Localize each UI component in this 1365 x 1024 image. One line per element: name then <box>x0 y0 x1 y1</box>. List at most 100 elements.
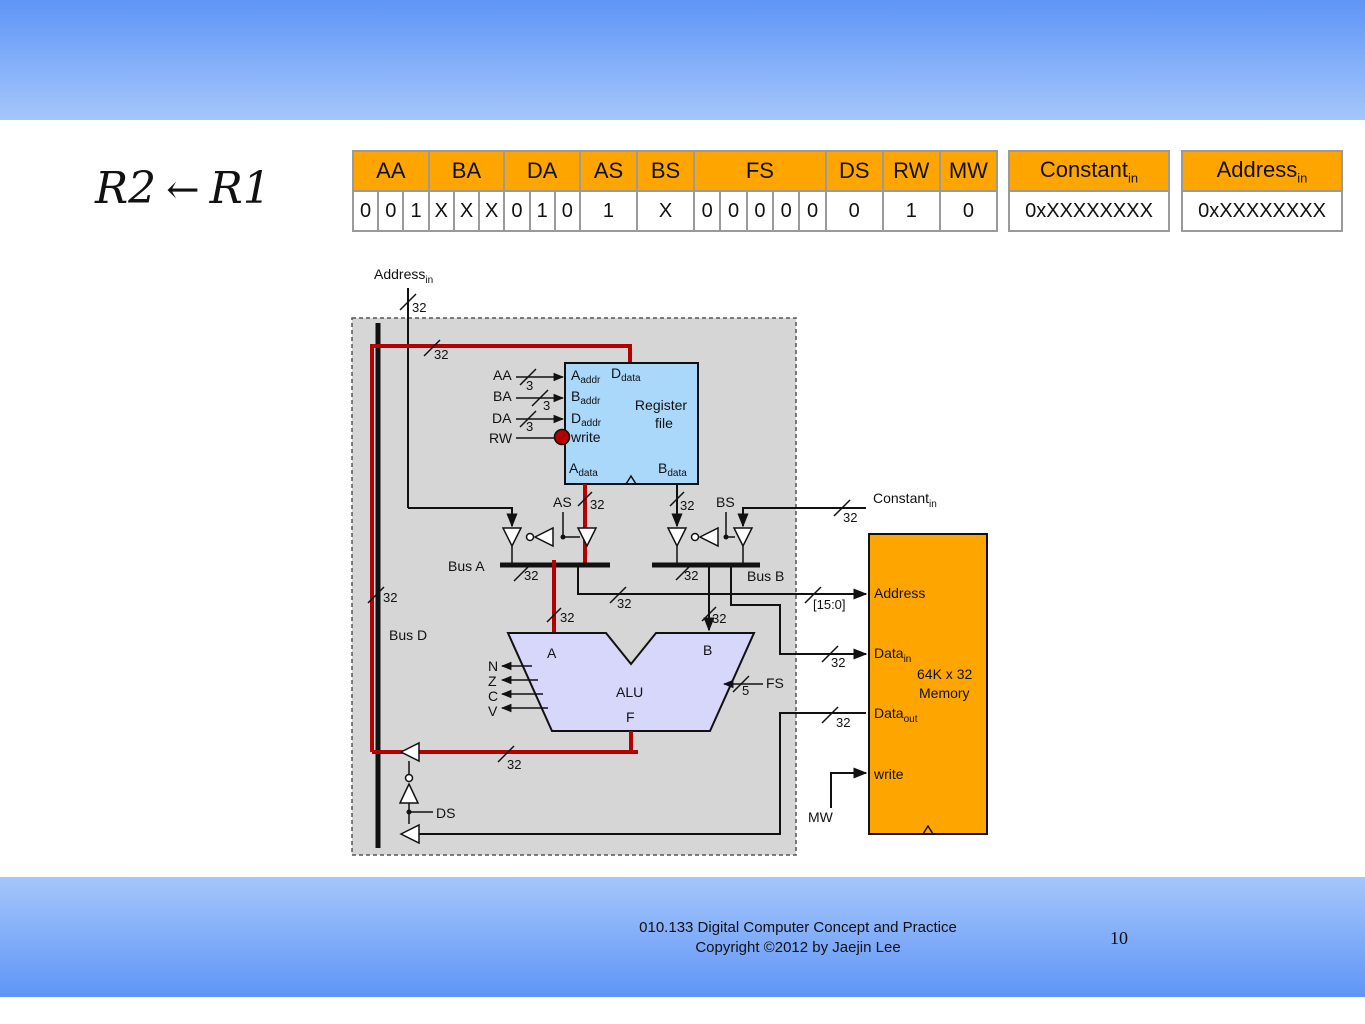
rw-active-dot <box>553 428 571 446</box>
memory-datain-port: Datain <box>874 645 911 665</box>
field-rw-name: RW <box>881 150 941 192</box>
fs-bit: 0 <box>719 190 748 232</box>
bus-d-label: Bus D <box>389 627 427 643</box>
as-bit: 1 <box>578 190 639 232</box>
aa-bit: 0 <box>351 190 380 232</box>
da-bit: 1 <box>528 190 556 232</box>
width-slash <box>804 586 822 604</box>
memory-address-port: Address <box>874 585 925 601</box>
memory-title2: Memory <box>919 685 970 701</box>
width-slash <box>577 491 593 507</box>
flag-n: N <box>488 658 498 674</box>
alu-a-width: 32 <box>560 610 574 625</box>
busb-to-mem-datain <box>730 565 868 660</box>
ds-bit: 0 <box>824 190 884 232</box>
width-slash <box>497 745 515 763</box>
fs-bit: 0 <box>772 190 801 232</box>
fs-bit: 0 <box>693 190 722 232</box>
mux-d-top-buffer <box>399 741 420 763</box>
bus-a-width: 32 <box>524 568 538 583</box>
width-slash <box>833 499 851 517</box>
bdata-width: 32 <box>680 498 694 513</box>
field-aa-name: AA <box>352 150 430 192</box>
constant-width: 32 <box>843 510 857 525</box>
mux-a-inverter <box>533 526 554 548</box>
alu-input-b: B <box>703 642 712 658</box>
footer-course-title: 010.133 Digital Computer Concept and Pra… <box>639 919 957 936</box>
address-in-sub: in <box>1297 170 1308 186</box>
constant-in-label: Constantin <box>873 490 937 510</box>
alu-b-width: 32 <box>712 611 726 626</box>
fs-bit: 0 <box>798 190 827 232</box>
ba-width: 3 <box>543 398 550 413</box>
aa-bit: 0 <box>377 190 405 232</box>
mw-wire <box>830 767 868 808</box>
constant-in-wire <box>737 507 866 528</box>
field-mw-name: MW <box>938 150 999 192</box>
regfile-daddr: Daddr <box>571 410 602 429</box>
address-in-to-mux-a <box>408 507 518 528</box>
datain-width: 32 <box>831 655 845 670</box>
addr-range: [15:0] <box>813 597 846 612</box>
width-slash <box>399 293 417 311</box>
ba-bit: X <box>478 190 506 232</box>
bs-label: BS <box>716 494 735 510</box>
memory-dataout-port: Dataout <box>874 705 918 725</box>
rw-label: RW <box>489 430 513 446</box>
aa-bit: 1 <box>402 190 430 232</box>
regfile-ddata: Ddata <box>611 365 641 384</box>
width-slash <box>701 606 717 622</box>
aa-width: 3 <box>526 378 533 393</box>
mw-bit: 0 <box>938 190 999 232</box>
mux-a-right-buffer <box>576 527 598 548</box>
regfile-aaddr: Aaddr <box>571 367 601 386</box>
field-ds-name: DS <box>824 150 884 192</box>
adata-width: 32 <box>590 497 604 512</box>
field-fs-name: FS <box>693 150 827 192</box>
da-width: 3 <box>526 419 533 434</box>
ddata-width: 32 <box>434 347 448 362</box>
width-slash <box>546 607 562 623</box>
width-slash <box>531 389 549 407</box>
clock-icon <box>922 824 934 835</box>
rw-bit: 1 <box>881 190 941 232</box>
da-label: DA <box>492 410 512 426</box>
flag-z: Z <box>488 673 497 689</box>
control-word-header-row: AA BA DA AS BS FS DS RW MW <box>352 150 999 192</box>
regfile-bdata: Bdata <box>658 460 687 479</box>
busa-mem-width: 32 <box>617 596 631 611</box>
alu <box>506 632 756 732</box>
inverter-bubble <box>690 532 700 542</box>
control-word-value-row: 0 0 1 X X X 0 1 0 1 X 0 0 0 0 0 0 1 0 <box>351 190 999 232</box>
alu-output-f: F <box>626 709 635 725</box>
flag-v: V <box>488 703 498 719</box>
bus-b-label: Bus B <box>747 568 784 584</box>
clock-icon <box>625 474 637 485</box>
footer-copyright: Copyright ©2012 by Jaejin Lee <box>695 939 901 956</box>
field-ba-name: BA <box>427 150 506 192</box>
width-slash <box>675 565 691 581</box>
width-slash <box>732 675 750 693</box>
busa-to-mem-address <box>577 565 868 600</box>
footer-band <box>0 877 1365 997</box>
mem-dataout-to-busd <box>419 712 866 835</box>
width-slash <box>519 368 537 386</box>
alu-title: ALU <box>616 684 643 700</box>
address-in-value: 0xXXXXXXXX <box>1181 190 1343 232</box>
address-in-width: 32 <box>412 300 426 315</box>
inverter-bubble <box>525 532 535 542</box>
mw-label: MW <box>808 809 834 825</box>
equation-src: R1 <box>209 163 271 214</box>
ba-bit: X <box>452 190 481 232</box>
highlight-busd-to-ddata <box>370 344 632 752</box>
address-in-header: Addressin <box>1181 150 1343 192</box>
bs-bit: X <box>636 190 696 232</box>
ba-bit: X <box>427 190 455 232</box>
register-file <box>564 362 699 485</box>
width-slash <box>513 566 529 582</box>
field-as-name: AS <box>578 150 639 192</box>
memory-write-port: write <box>873 766 904 782</box>
constant-in-value: 0xXXXXXXXX <box>1008 190 1170 232</box>
regfile-adata: Adata <box>569 460 598 479</box>
page-number: 10 <box>1110 928 1128 948</box>
